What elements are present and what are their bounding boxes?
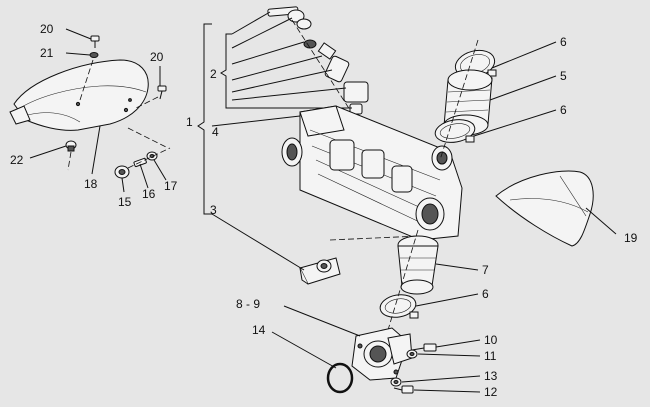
label-20-right: 20: [150, 50, 164, 64]
label-13: 13: [484, 369, 498, 383]
nut-15: [114, 165, 130, 179]
clamp-6-bottom: [434, 119, 476, 143]
washer-21: [89, 52, 99, 58]
axis-dash-3: [329, 235, 421, 241]
label-6-lower: 6: [482, 287, 489, 301]
label-8-9: 8 - 9: [236, 297, 260, 311]
leader-lines: [29, 28, 617, 393]
label-2: 2: [210, 67, 217, 81]
bracket-2: [220, 33, 232, 109]
axis-dash-upper: [439, 39, 479, 161]
label-5: 5: [560, 69, 567, 83]
leader-dash-22: [67, 151, 72, 171]
leader-dash-15-17: [127, 147, 171, 169]
label-22: 22: [10, 153, 24, 167]
screw-12: [393, 385, 414, 394]
label-19: 19: [624, 231, 638, 245]
leader-dash-21: [79, 59, 94, 101]
label-18: 18: [84, 177, 98, 191]
throttle-body-4: [281, 105, 463, 241]
label-17: 17: [164, 179, 178, 193]
label-14: 14: [252, 323, 266, 337]
leader-dash-cover: [127, 127, 169, 149]
label-20-left: 20: [40, 22, 54, 36]
label-1: 1: [186, 115, 193, 129]
label-6-top: 6: [560, 35, 567, 49]
label-6-middle: 6: [560, 103, 567, 117]
hose-7: [397, 235, 439, 295]
airbox-cover-18: [9, 59, 149, 131]
clamp-6-lower: [379, 294, 419, 319]
label-7: 7: [482, 263, 489, 277]
duct-cover-19: [495, 170, 594, 247]
label-10: 10: [484, 333, 498, 347]
part-number-labels: 20 21 20 22 18 15 16 17 1 2 3 4 6 5 6 19…: [10, 22, 638, 399]
bracket-1: [197, 23, 212, 215]
label-15: 15: [118, 195, 132, 209]
label-4: 4: [212, 125, 219, 139]
bracket-3: [299, 257, 341, 285]
label-11: 11: [484, 349, 497, 363]
label-16: 16: [142, 187, 156, 201]
grommet-22: [65, 140, 77, 152]
label-21: 21: [40, 46, 54, 60]
washer-17: [146, 151, 158, 161]
screw-20-right: [157, 85, 167, 100]
label-3: 3: [210, 203, 217, 217]
flange-8-9: [351, 327, 413, 381]
screw-20-left: [90, 35, 100, 48]
screw-10: [411, 343, 437, 352]
washer-13: [390, 377, 402, 387]
bolt-stack-2: [267, 6, 369, 115]
leader-dash-20b: [135, 96, 159, 109]
washer-11: [406, 349, 418, 359]
axis-dash-lower: [384, 229, 419, 341]
label-12: 12: [484, 385, 498, 399]
o-ring-14: [326, 362, 354, 394]
